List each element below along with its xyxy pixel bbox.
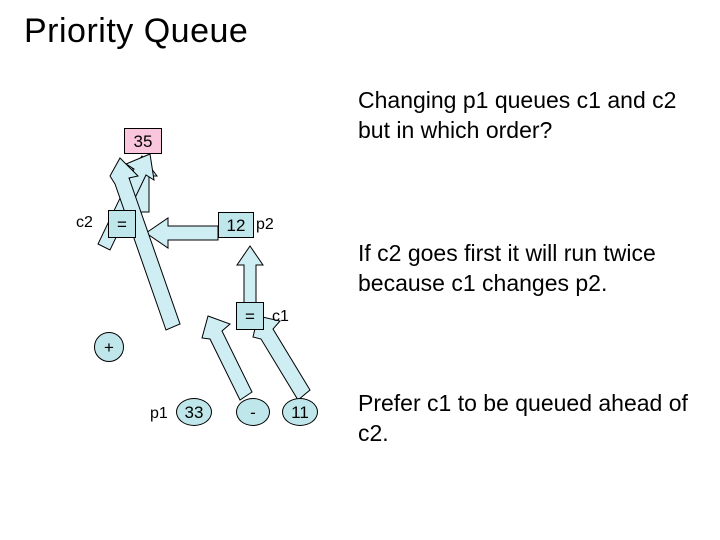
node-33[interactable]: 33	[176, 398, 212, 426]
node-11-label: 11	[291, 402, 309, 422]
node-eq-c1-label: =	[245, 306, 255, 326]
paragraph-3: Prefer c1 to be queued ahead of c2.	[358, 390, 688, 446]
label-c2: c2	[76, 214, 93, 231]
arrow-33-to-eq1	[109, 157, 181, 331]
expression-graph-diagram: 35 c2 = 12 p2 = c1 + p1	[60, 120, 360, 460]
node-35[interactable]: 35	[124, 128, 162, 154]
arrow-minus-to-eq2	[201, 315, 253, 401]
label-c1: c1	[272, 308, 289, 325]
label-p2: p2	[256, 216, 274, 233]
page-title: Priority Queue	[24, 12, 249, 50]
node-eq-c2[interactable]: =	[108, 210, 136, 238]
node-33-label: 33	[184, 402, 204, 422]
arrow-11-to-eq2	[252, 315, 311, 401]
node-plus[interactable]: +	[94, 332, 124, 362]
node-eq-c2-label: =	[117, 214, 127, 234]
node-35-label: 35	[133, 131, 153, 151]
node-12[interactable]: 12	[218, 212, 254, 238]
node-eq-c1[interactable]: =	[236, 302, 264, 330]
label-p1: p1	[150, 405, 168, 422]
node-12-label: 12	[226, 215, 246, 235]
node-minus[interactable]: -	[236, 398, 270, 426]
node-minus-label: -	[250, 402, 256, 422]
node-plus-label: +	[104, 337, 114, 357]
paragraph-1: Changing p1 queues c1 and c2 but in whic…	[358, 87, 677, 143]
paragraph-2: If c2 goes first it will run twice becau…	[358, 240, 656, 296]
node-11[interactable]: 11	[282, 398, 318, 426]
